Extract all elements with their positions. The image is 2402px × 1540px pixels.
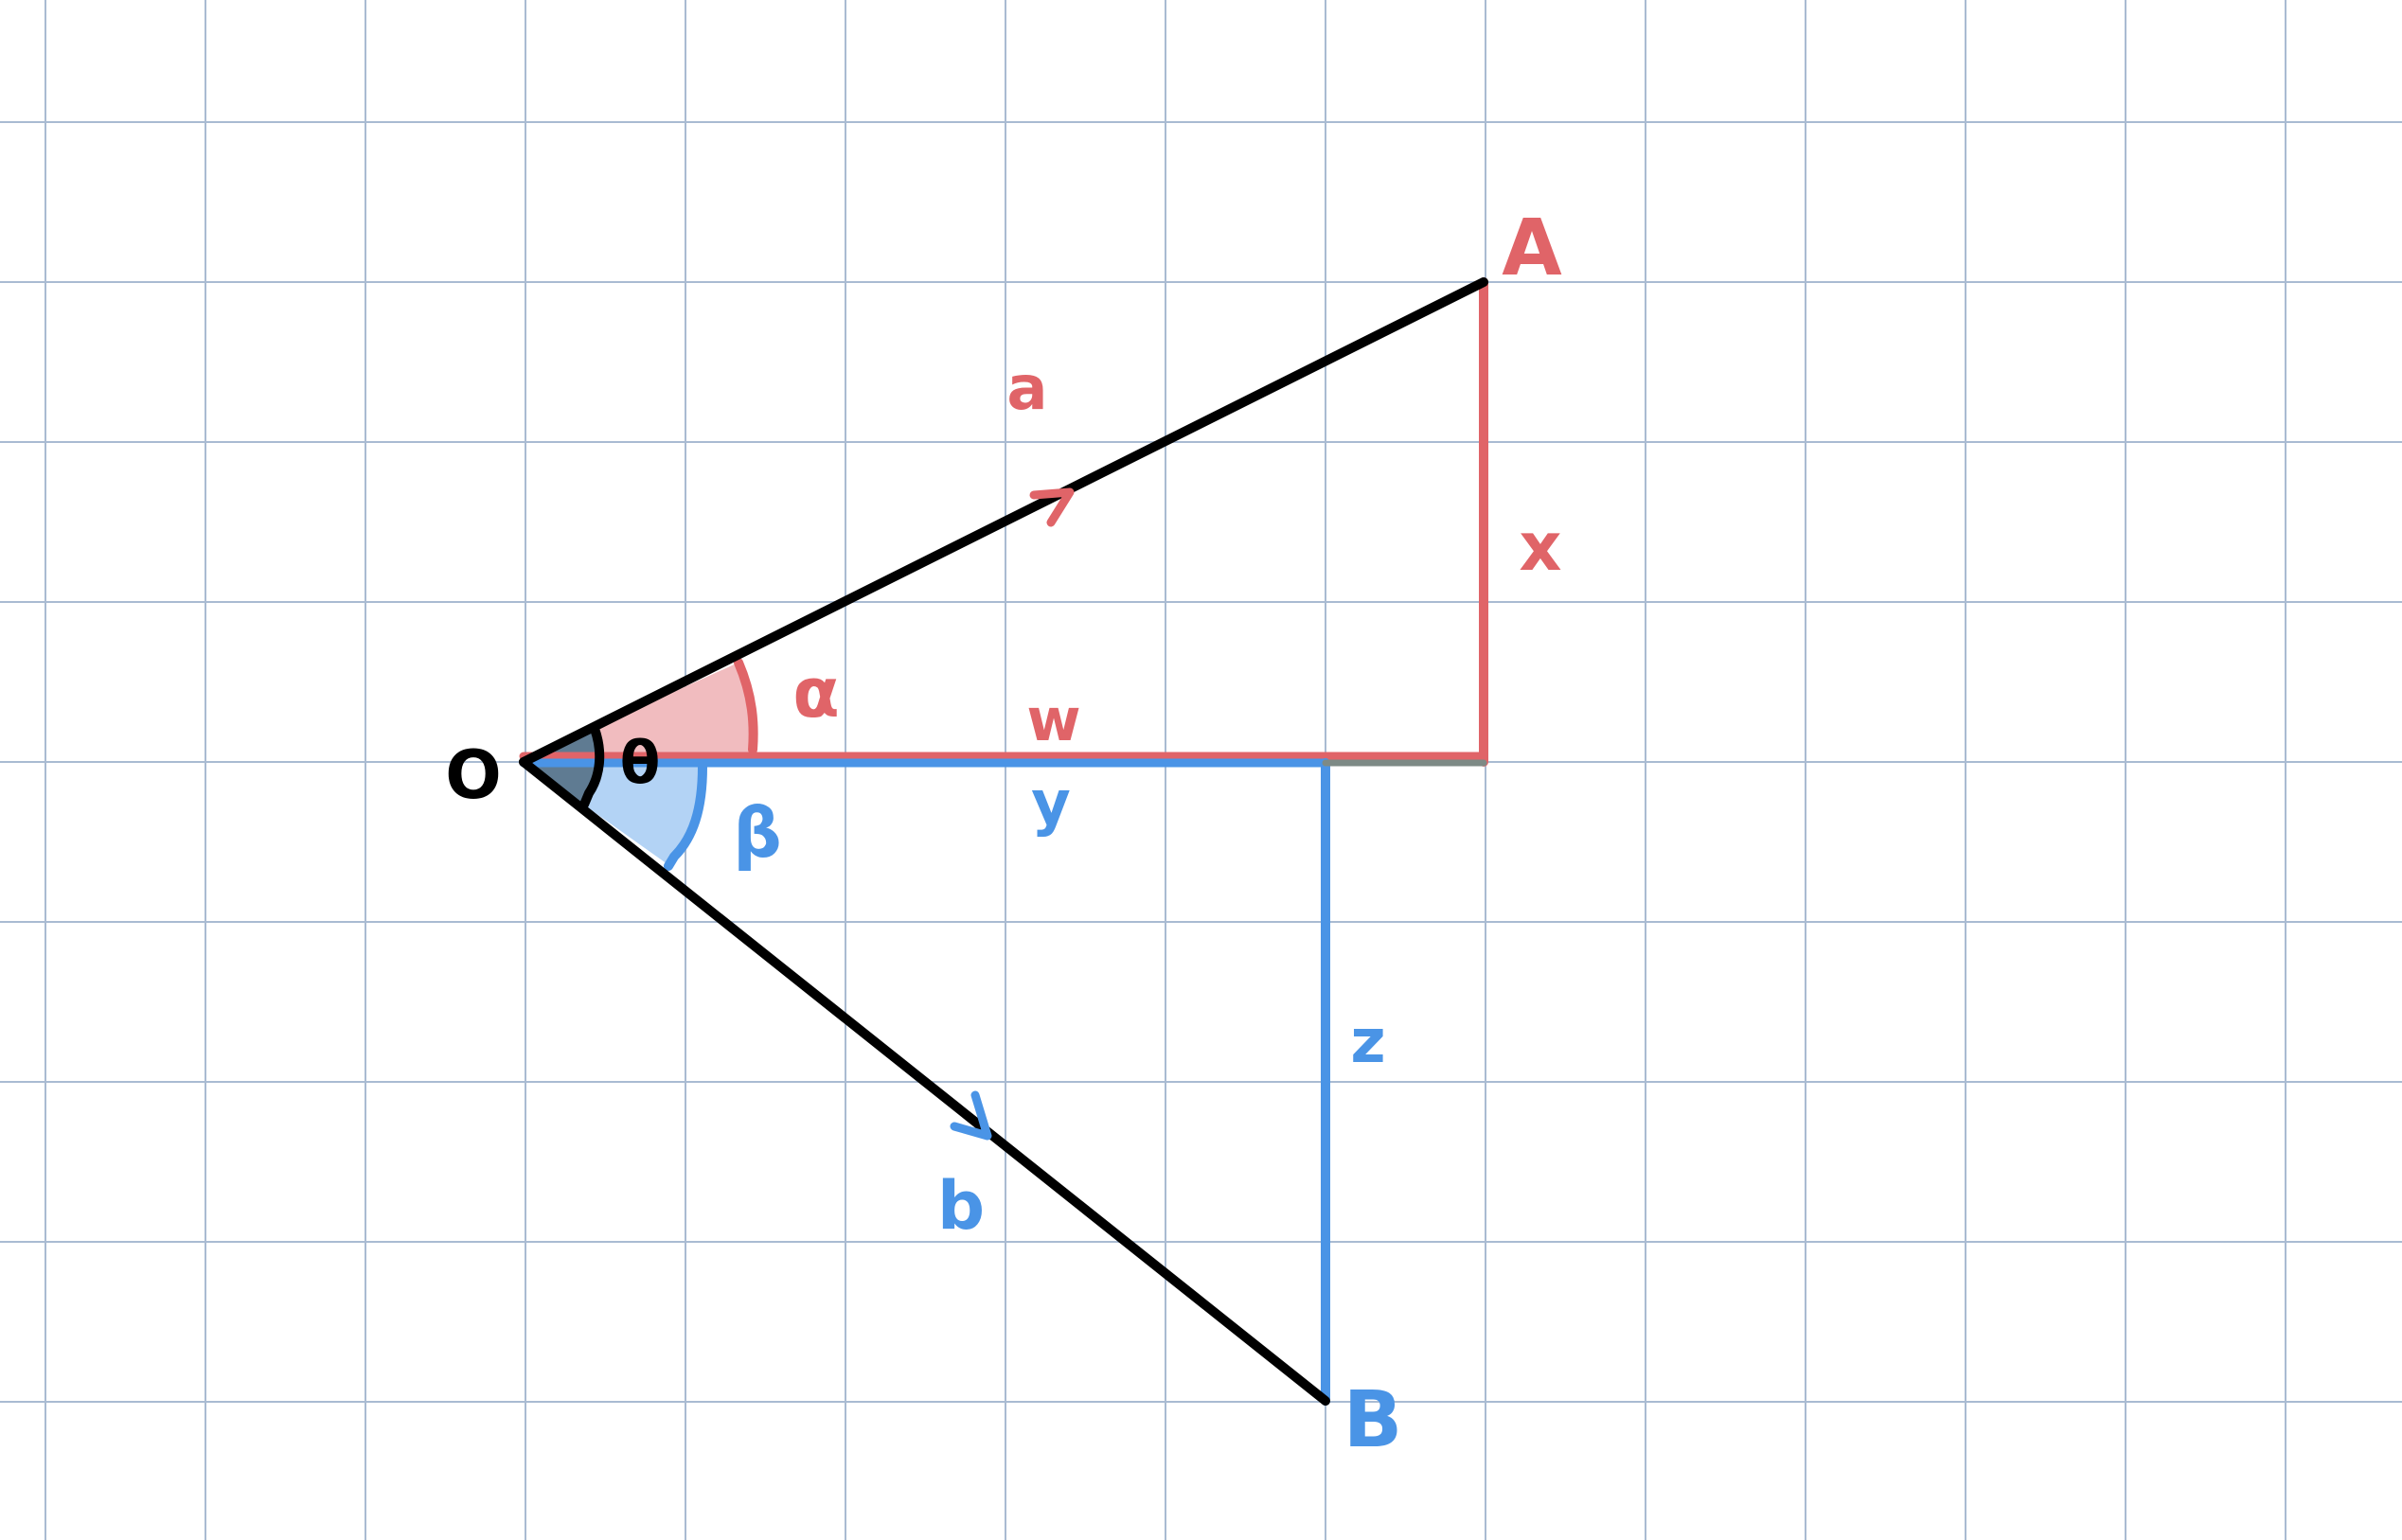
beta-angle-label: β bbox=[733, 793, 782, 873]
theta-angle-label: θ bbox=[620, 728, 661, 797]
point-b-label: B bbox=[1343, 1375, 1403, 1465]
vector-a-arrowhead bbox=[1029, 487, 1075, 527]
vector-a-label: a bbox=[1006, 354, 1047, 424]
theta-angle-fill bbox=[524, 729, 600, 809]
vector-a-line bbox=[519, 277, 1488, 767]
alpha-angle-label: α bbox=[792, 653, 839, 733]
origin-label: O bbox=[445, 736, 502, 814]
point-a-label: A bbox=[1502, 204, 1562, 293]
beta-angle-arc bbox=[664, 762, 707, 871]
vector-b-label: b bbox=[937, 1167, 985, 1245]
vector-b-arrowhead bbox=[950, 1090, 992, 1141]
segment-z-label: z bbox=[1350, 1007, 1385, 1077]
segment-x-label: x bbox=[1519, 508, 1561, 586]
alpha-angle-arc bbox=[734, 658, 758, 754]
vector-b-line bbox=[519, 757, 1330, 1406]
segment-y-label: y bbox=[1031, 769, 1071, 839]
theta-angle-arc bbox=[579, 724, 605, 809]
segment-w-label: w bbox=[1026, 685, 1080, 754]
